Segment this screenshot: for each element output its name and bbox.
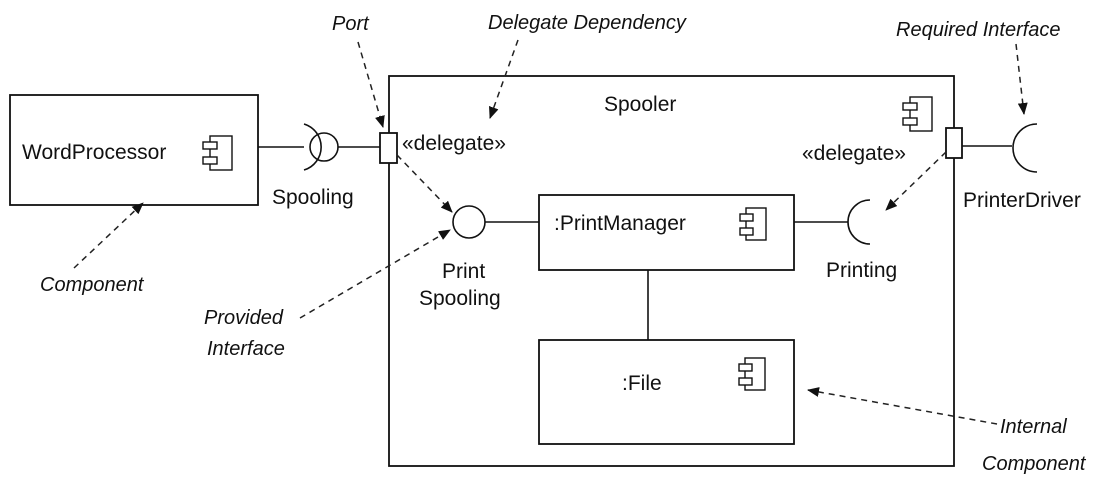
spooling-label: Spooling bbox=[272, 186, 354, 209]
provided-interface-arrow bbox=[299, 229, 451, 319]
wordprocessor-component[interactable]: WordProcessor bbox=[9, 94, 259, 206]
printing-label: Printing bbox=[826, 259, 897, 282]
annotation-internal-component-line2: Component bbox=[982, 453, 1087, 475]
annotation-internal-component-line1: Internal bbox=[1000, 416, 1067, 438]
port-left[interactable] bbox=[379, 132, 398, 164]
printerdriver-label: PrinterDriver bbox=[963, 189, 1081, 212]
component-icon bbox=[202, 135, 233, 171]
file-component[interactable]: :File bbox=[538, 339, 795, 445]
port-arrow bbox=[357, 41, 385, 128]
component-icon bbox=[739, 207, 767, 241]
delegate-dependency-arrow bbox=[489, 39, 519, 119]
wordprocessor-label: WordProcessor bbox=[22, 141, 166, 164]
printmanager-component[interactable]: :PrintManager bbox=[538, 194, 795, 271]
delegate-stereotype-right: «delegate» bbox=[802, 142, 906, 165]
delegate-arrow-right bbox=[885, 151, 947, 211]
printmanager-label: :PrintManager bbox=[554, 212, 686, 235]
annotation-provided-interface-line1: Provided bbox=[204, 307, 284, 329]
component-icon bbox=[902, 96, 933, 132]
printing-socket bbox=[847, 199, 871, 245]
annotation-component: Component bbox=[40, 274, 145, 296]
annotation-delegate-dependency: Delegate Dependency bbox=[488, 12, 687, 34]
spooler-label: Spooler bbox=[604, 93, 676, 116]
spooling-interface bbox=[303, 123, 380, 171]
delegate-arrow-left bbox=[396, 154, 453, 213]
component-icon bbox=[738, 357, 766, 391]
annotation-required-interface: Required Interface bbox=[896, 19, 1061, 41]
annotation-provided-interface-line2: Interface bbox=[207, 338, 285, 360]
file-label: :File bbox=[622, 372, 662, 395]
required-interface-arrow bbox=[1015, 43, 1028, 115]
port-right[interactable] bbox=[945, 127, 963, 159]
printerdriver-socket bbox=[1012, 123, 1038, 173]
delegate-stereotype-left: «delegate» bbox=[402, 132, 506, 155]
annotation-port: Port bbox=[332, 13, 370, 35]
component-arrow bbox=[73, 202, 144, 269]
print-spooling-label-line1: Print bbox=[442, 260, 485, 283]
print-spooling-label-line2: Spooling bbox=[419, 287, 501, 310]
